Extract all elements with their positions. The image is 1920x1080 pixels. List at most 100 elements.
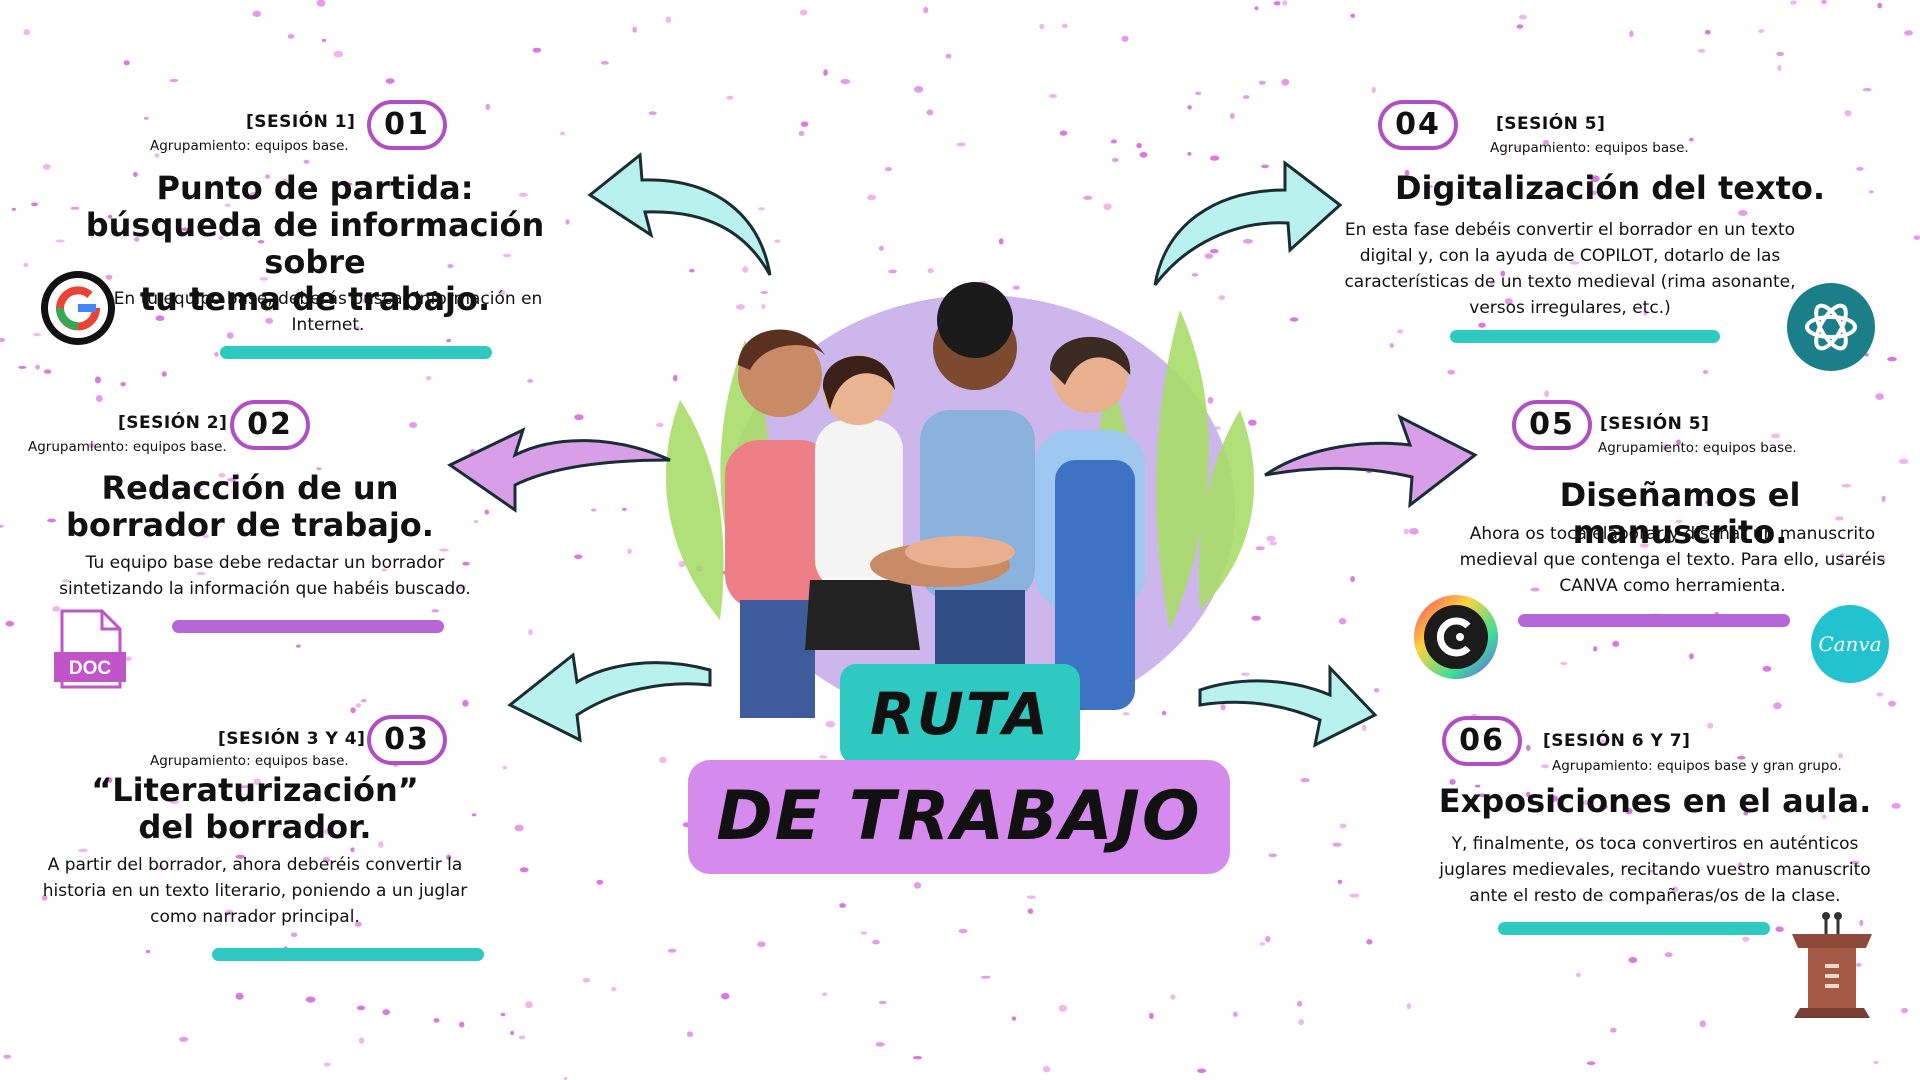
confetti-dot — [11, 207, 16, 211]
confetti-dot — [1220, 704, 1226, 711]
confetti-dot — [1209, 249, 1219, 254]
confetti-dot — [1269, 541, 1278, 546]
step-05-underline — [1518, 614, 1790, 627]
confetti-dot — [502, 253, 512, 258]
person-1 — [725, 329, 835, 718]
confetti-dot — [227, 477, 237, 482]
confetti-dot — [1526, 791, 1531, 798]
confetti-dot — [726, 95, 734, 100]
confetti-dot — [1593, 646, 1598, 652]
confetti-dot — [214, 352, 219, 357]
confetti-dot — [350, 707, 356, 714]
confetti-dot — [1136, 142, 1142, 149]
confetti-dot — [1403, 528, 1410, 535]
confetti-dot — [648, 111, 657, 116]
confetti-dot — [839, 903, 846, 908]
confetti-dot — [596, 879, 604, 885]
confetti-dot — [1868, 190, 1874, 194]
confetti-dot — [721, 992, 730, 1000]
confetti-dot — [1875, 393, 1884, 400]
confetti-dot — [1776, 51, 1785, 57]
confetti-dot — [736, 304, 745, 310]
confetti-dot — [1389, 343, 1394, 348]
confetti-dot — [656, 422, 664, 428]
confetti-dot — [1478, 322, 1486, 328]
confetti-dot — [438, 548, 449, 552]
confetti-dot — [913, 882, 922, 889]
confetti-dot — [1240, 672, 1250, 676]
confetti-dot — [502, 766, 507, 770]
step-01-session: [SESIÓN 1] — [246, 112, 356, 132]
confetti-dot — [31, 202, 38, 207]
step-01-description: En tu equipo base, deberás buscar inform… — [113, 289, 543, 335]
confetti-dot — [155, 315, 165, 322]
confetti-dot — [1775, 926, 1784, 932]
confetti-dot — [409, 422, 418, 428]
step-06-description: Y, finalmente, os toca convertiros en au… — [1439, 834, 1871, 906]
confetti-dot — [1822, 814, 1827, 819]
confetti-dot — [1648, 869, 1653, 873]
confetti-dot — [154, 153, 160, 158]
confetti-dot — [1366, 939, 1373, 945]
confetti-dot — [823, 69, 828, 76]
confetti-dot — [673, 374, 678, 382]
confetti-dot — [1569, 261, 1580, 265]
confetti-dot — [252, 10, 261, 17]
confetti-dot — [611, 987, 617, 992]
confetti-dot — [257, 240, 265, 244]
canva-icon: Canva — [1811, 605, 1889, 683]
confetti-dot — [462, 699, 469, 707]
confetti-dot — [1586, 1061, 1596, 1066]
confetti-dot — [1705, 29, 1711, 35]
confetti-dot — [878, 246, 884, 251]
confetti-dot — [872, 939, 880, 945]
confetti-dot — [193, 488, 203, 492]
step-03-session: [SESIÓN 3 Y 4] — [218, 729, 366, 749]
arrow-to-step-04 — [1153, 159, 1343, 286]
confetti-dot — [224, 203, 231, 207]
confetti-dot — [958, 928, 968, 934]
confetti-dot — [518, 192, 528, 197]
confetti-dot — [1474, 784, 1481, 788]
confetti-dot — [1103, 203, 1112, 211]
step-04-number-badge: 04 — [1378, 100, 1458, 150]
confetti-dot — [1111, 158, 1119, 162]
step-05-session: [SESIÓN 5] — [1600, 414, 1710, 434]
confetti-dot — [253, 778, 262, 786]
confetti-dot — [1409, 528, 1419, 535]
confetti-dot — [47, 518, 56, 523]
confetti-dot — [344, 182, 353, 186]
confetti-dot — [446, 339, 451, 343]
confetti-dot — [1530, 587, 1540, 592]
confetti-dot — [923, 6, 929, 14]
confetti-dot — [1516, 24, 1524, 29]
confetti-dot — [1500, 270, 1506, 277]
confetti-dot — [1447, 370, 1456, 375]
confetti-dot — [956, 142, 966, 147]
confetti-dot — [18, 365, 27, 369]
confetti-dot — [1790, 0, 1797, 5]
confetti-dot — [1449, 779, 1456, 785]
confetti-dot — [265, 317, 274, 324]
confetti-dot — [1838, 753, 1844, 759]
canva-icon-label: Canva — [1818, 632, 1881, 656]
confetti-dot — [462, 561, 470, 566]
confetti-dot — [235, 854, 245, 859]
confetti-dot — [774, 239, 781, 243]
confetti-dot — [527, 379, 534, 383]
confetti-dot — [757, 941, 766, 948]
confetti-dot — [1707, 722, 1714, 729]
confetti-dot — [627, 548, 632, 554]
step-03-title: “Literaturización” del borrador. — [91, 771, 419, 846]
confetti-dot — [822, 992, 828, 997]
confetti-dot — [667, 948, 677, 953]
confetti-dot — [361, 699, 367, 703]
confetti-dot — [1209, 155, 1220, 161]
confetti-dot — [485, 103, 490, 111]
confetti-dot — [87, 442, 96, 449]
step-02-number-badge: 02 — [230, 400, 310, 450]
confetti-dot — [1891, 803, 1901, 809]
confetti-dot — [35, 364, 40, 370]
confetti-dot — [500, 1012, 506, 1017]
confetti-dot — [134, 237, 140, 242]
